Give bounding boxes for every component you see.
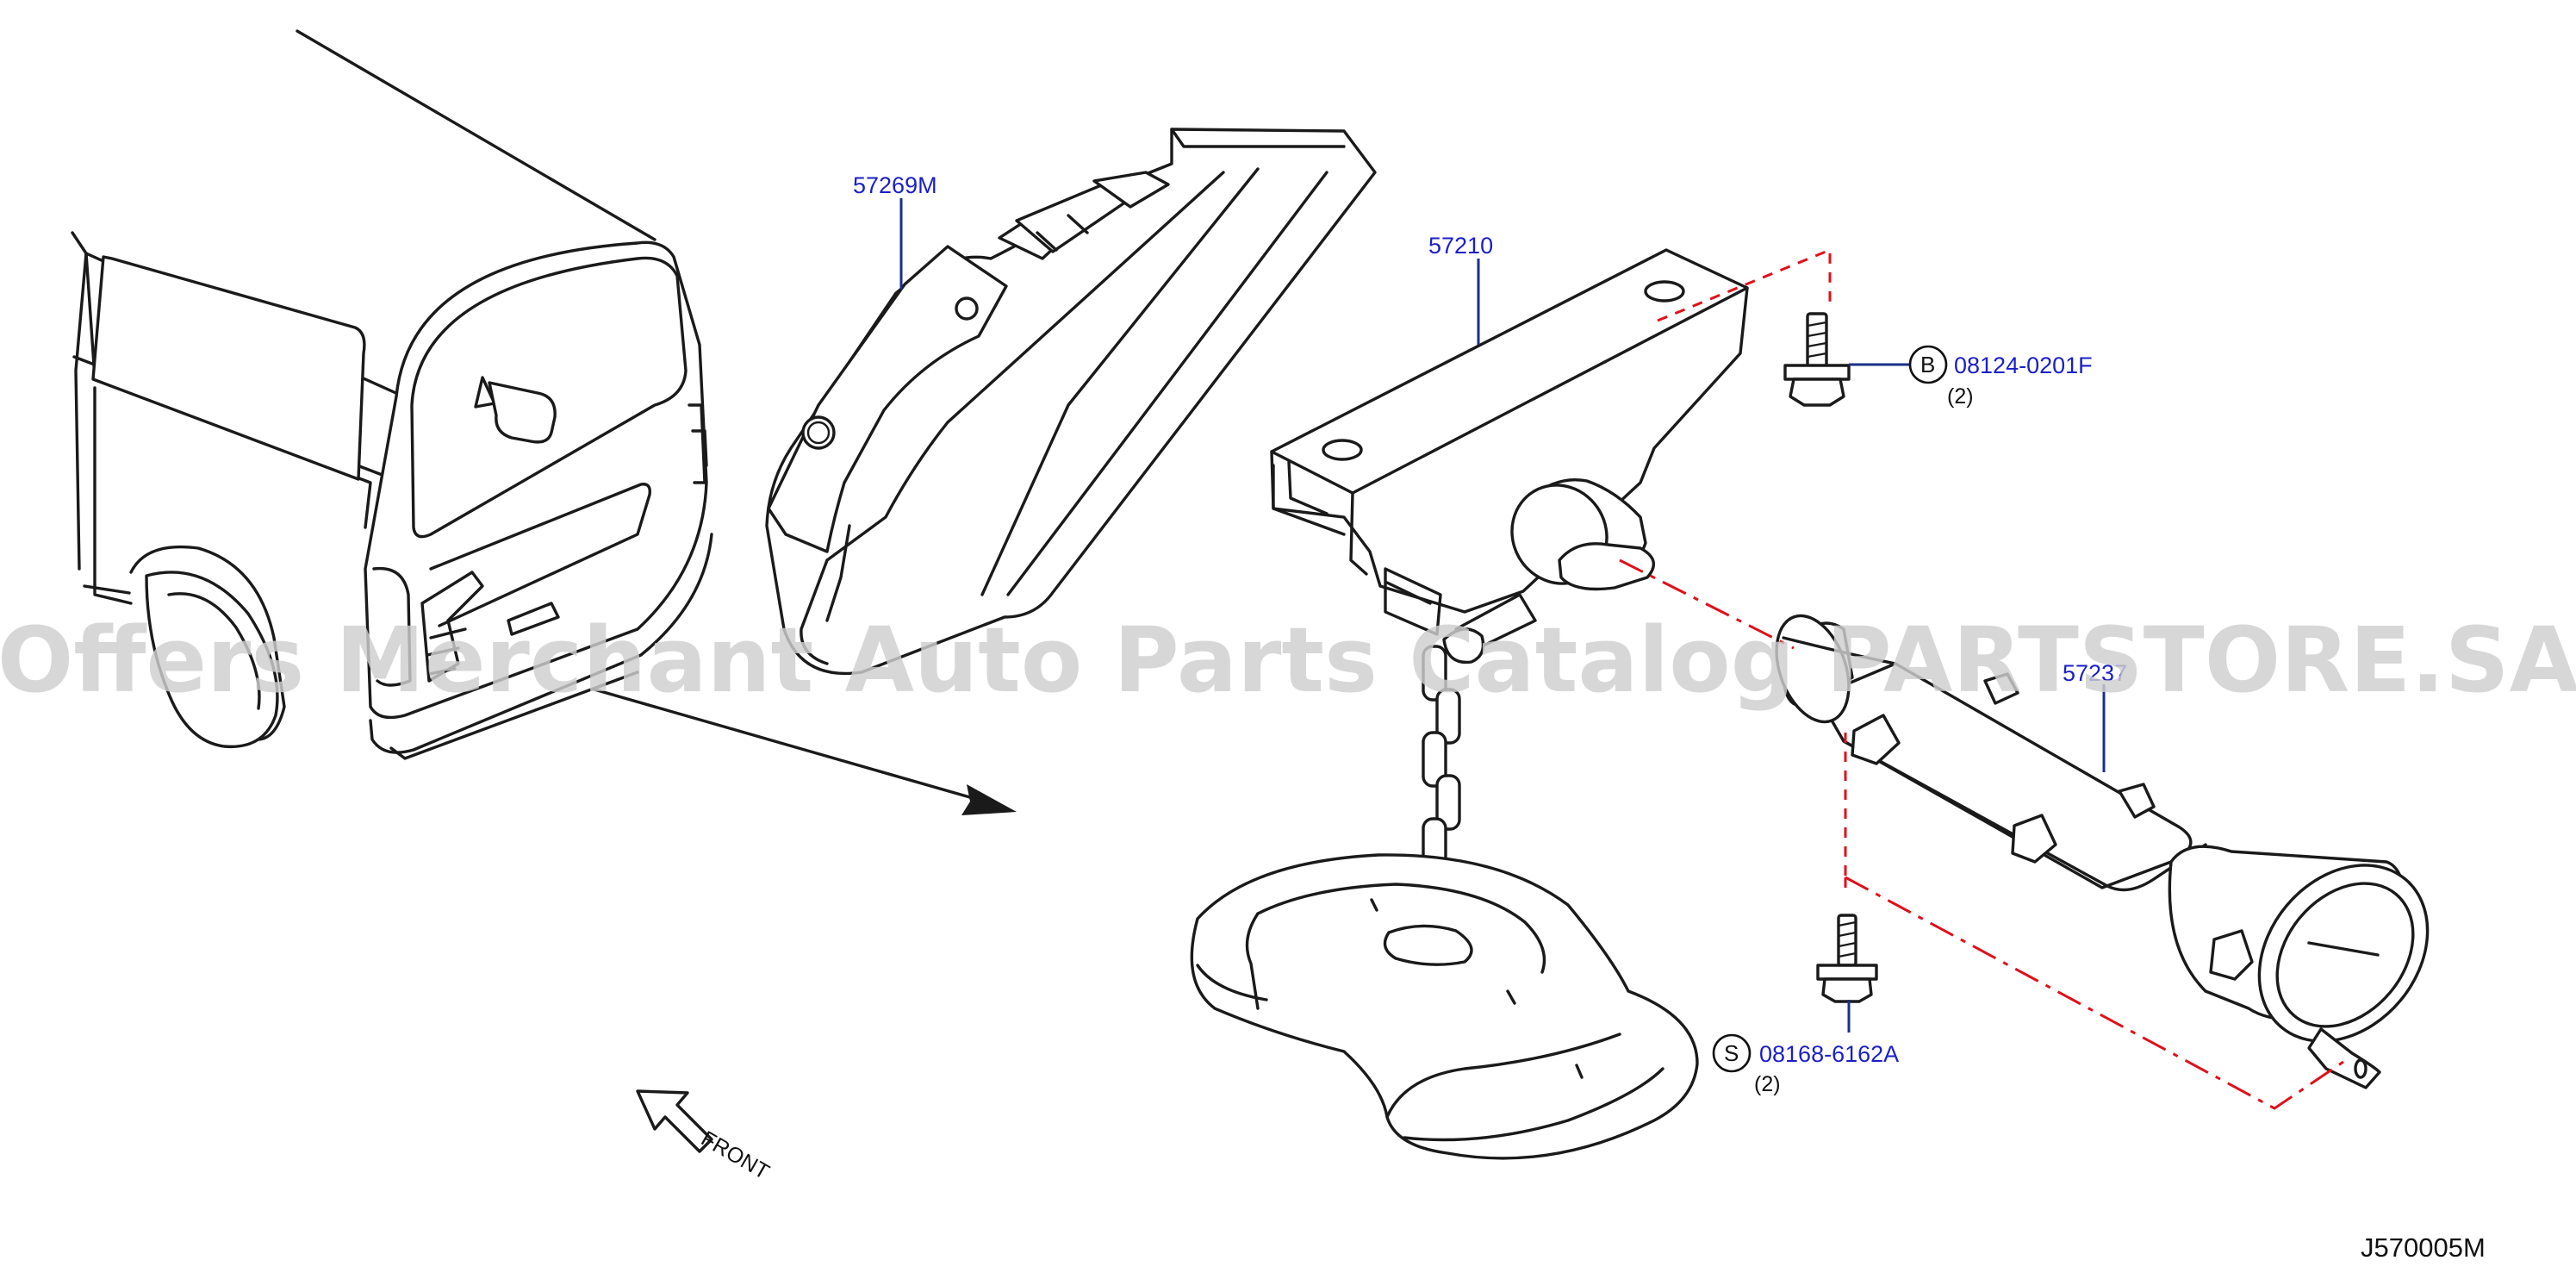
bracket-57210 <box>1270 248 1749 664</box>
part-label-57237[interactable]: 57237 <box>2063 660 2127 686</box>
bolt-08168 <box>1816 914 1878 1003</box>
cover-57269M <box>765 128 1377 676</box>
tire-plate <box>1190 853 1699 1160</box>
leader-lines <box>899 198 2106 1033</box>
callout-08168[interactable]: S 08168-6162A (2) <box>1712 1033 1899 1096</box>
front-label: FRONT <box>697 1126 774 1184</box>
part-label-08168-6162A[interactable]: 08168-6162A <box>1759 1041 1899 1067</box>
assembly-guides <box>1619 247 2344 1110</box>
direction-arrow <box>593 688 1017 815</box>
part-label-08124-0201F[interactable]: 08124-0201F <box>1954 353 2093 378</box>
qty-08168: (2) <box>1754 1072 1781 1096</box>
callout-prefix-b: B <box>1920 352 1935 377</box>
diagram-code: J570005M <box>2361 1232 2486 1263</box>
bolt-08124 <box>1783 312 1851 407</box>
callout-08124[interactable]: B 08124-0201F (2) <box>1908 345 2093 409</box>
front-indicator: FRONT <box>636 1089 774 1184</box>
part-label-57210[interactable]: 57210 <box>1428 233 1493 259</box>
watermark-text: Offers Merchant Auto Parts Catalog PARTS… <box>0 608 2576 713</box>
van-illustration <box>71 29 713 760</box>
part-label-57269M[interactable]: 57269M <box>853 172 937 198</box>
tube-57237 <box>1775 614 2430 1089</box>
qty-08124: (2) <box>1947 384 1974 409</box>
callout-prefix-s: S <box>1724 1040 1739 1066</box>
